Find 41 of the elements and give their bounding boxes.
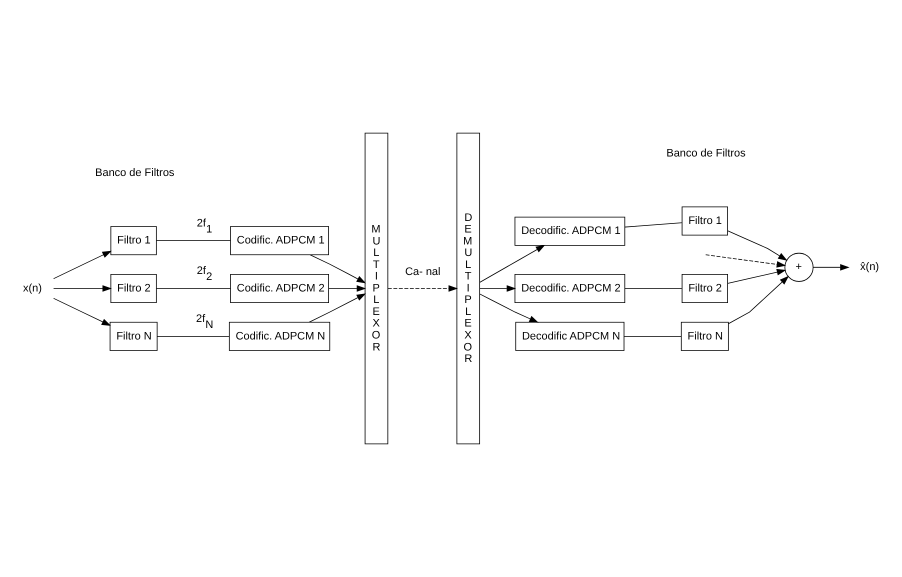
- node-box: Filtro 1: [110, 226, 157, 256]
- arrow: [308, 293, 366, 323]
- arrow: [479, 244, 546, 283]
- connector: [156, 240, 231, 242]
- node-box: DEMULTIPLEXOR: [456, 132, 480, 444]
- arrow: [727, 268, 786, 284]
- arrow: [53, 298, 112, 326]
- node-box: Decodific. ADPCM 2: [514, 274, 626, 304]
- node-box: Filtro N: [110, 322, 158, 351]
- arrow: [813, 264, 850, 271]
- arrow: [310, 254, 366, 284]
- arrow: [479, 294, 539, 323]
- connector: [624, 288, 682, 289]
- arrow: [728, 276, 789, 324]
- connector: [156, 336, 230, 337]
- edge-label: Ca- nal: [405, 266, 440, 278]
- node-box: Filtro 1: [682, 206, 728, 236]
- node-text: x(n): [22, 282, 42, 294]
- node-box: Decodific. ADPCM 1: [514, 216, 626, 246]
- node-box: Codific. ADPCM 2: [230, 274, 329, 304]
- label: Banco de Filtros: [95, 167, 174, 180]
- arrow: [328, 285, 366, 292]
- connector: [156, 288, 231, 289]
- node-box: Codific. ADPCM N: [228, 322, 330, 351]
- arrow: [53, 285, 112, 292]
- arrow: [388, 285, 458, 292]
- node-box: Filtro N: [680, 322, 729, 351]
- connector: [624, 222, 682, 228]
- label: Banco de Filtros: [666, 147, 746, 160]
- node-box: Filtro 2: [110, 274, 157, 304]
- node-box: Filtro 2: [682, 274, 728, 304]
- node-box: Decodific ADPCM N: [515, 322, 624, 351]
- node-box: Codific. ADPCM 1: [230, 226, 329, 256]
- node-text: x̂(n): [860, 261, 880, 274]
- arrow: [705, 254, 786, 268]
- node-box: MULTIPLEXOR: [364, 132, 388, 444]
- connector: [624, 336, 682, 337]
- arrow: [479, 285, 516, 292]
- node-circle: +: [784, 252, 814, 282]
- arrow: [727, 230, 788, 261]
- arrow: [53, 250, 112, 280]
